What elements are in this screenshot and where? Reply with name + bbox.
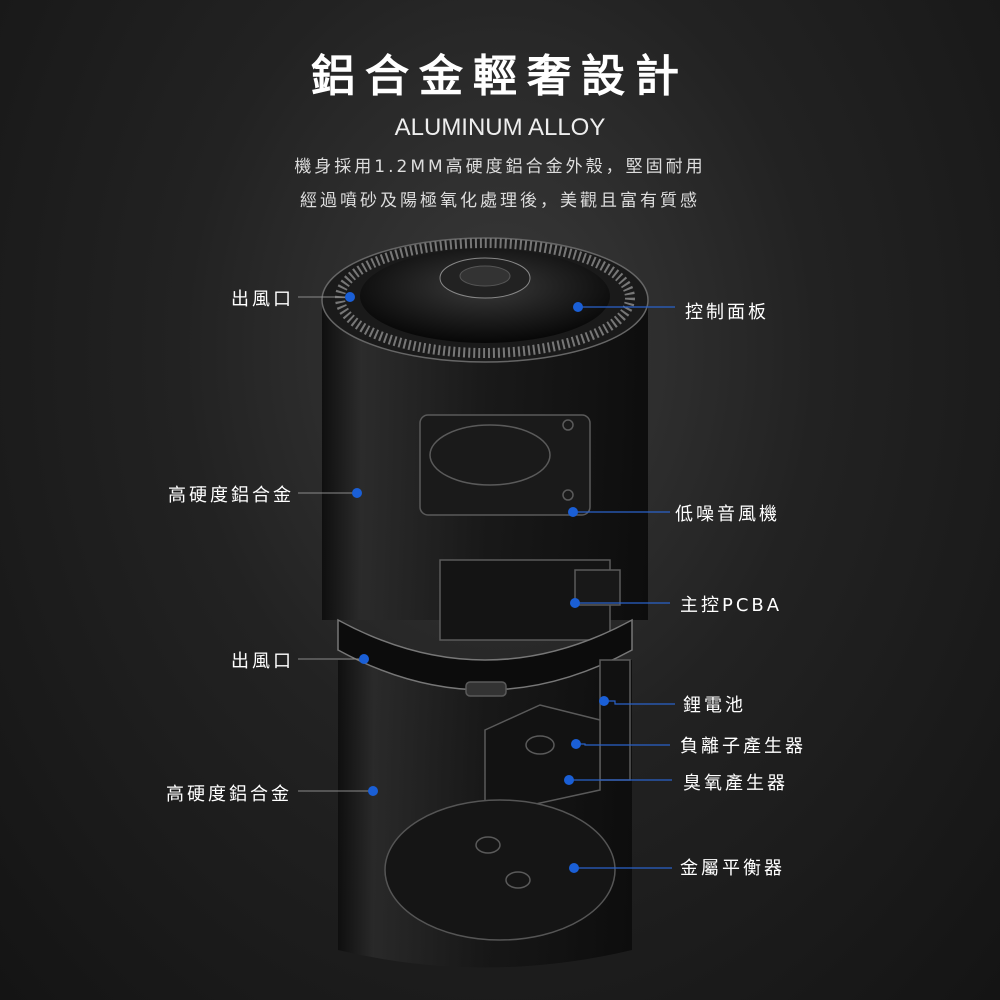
label-aluminum-lower: 高硬度鋁合金 [166, 784, 292, 805]
label-control-panel: 控制面板 [685, 302, 769, 323]
metal-balancer [384, 799, 616, 941]
description-line-2: 經過噴砂及陽極氧化處理後，美觀且富有質感 [300, 191, 700, 211]
callout-dot [352, 488, 362, 498]
label-pcba: 主控PCBA [680, 595, 783, 616]
label-aluminum-upper: 高硬度鋁合金 [168, 485, 294, 506]
page-title: 鋁合金輕奢設計 [311, 51, 689, 102]
callout-dot [564, 775, 574, 785]
callout-dot [599, 696, 609, 706]
label-air-outlet-mid: 出風口 [231, 651, 294, 672]
subtitle: ALUMINUM ALLOY [394, 114, 606, 141]
label-ozone-generator: 臭氧產生器 [683, 773, 788, 794]
description-line-1: 機身採用1.2MM高硬度鋁合金外殼，堅固耐用 [294, 157, 706, 177]
vent-ring [335, 238, 635, 358]
label-fan: 低噪音風機 [675, 504, 780, 525]
label-ion-generator: 負離子產生器 [680, 736, 806, 757]
callout-dot [368, 786, 378, 796]
fan [419, 414, 591, 516]
callout-dot [570, 598, 580, 608]
label-metal-balancer: 金屬平衡器 [680, 858, 785, 879]
callout-dot [573, 302, 583, 312]
callout-dot [359, 654, 369, 664]
label-air-outlet-top: 出風口 [231, 289, 294, 310]
callout-dot [569, 863, 579, 873]
mid-ring [337, 618, 633, 691]
label-battery: 鋰電池 [683, 695, 746, 716]
callout-dot [571, 739, 581, 749]
callout-dot [568, 507, 578, 517]
callout-dot [345, 292, 355, 302]
battery [599, 659, 631, 781]
